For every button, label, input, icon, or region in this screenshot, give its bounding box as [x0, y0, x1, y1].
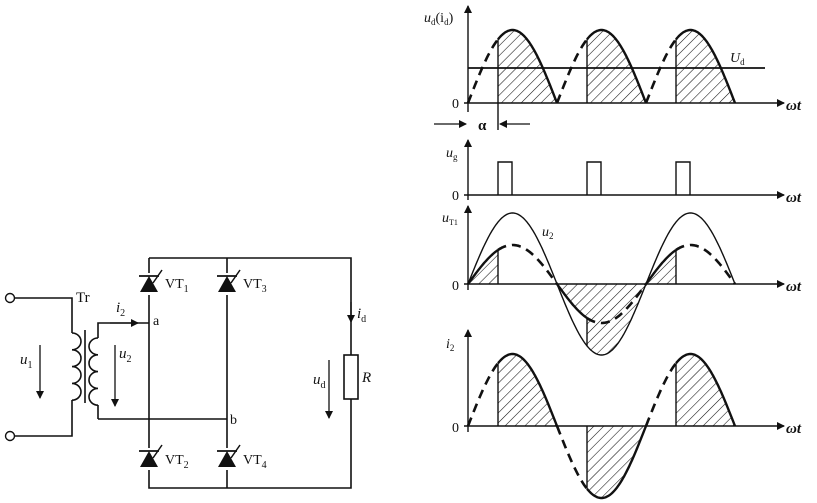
- ud-hatch-area: [498, 30, 735, 103]
- secondary-voltage-label: u2: [119, 346, 132, 365]
- transformer-label: Tr: [76, 290, 90, 306]
- ut1-origin-label: 0: [452, 279, 459, 294]
- plot-i2: i2 0 ωt: [446, 329, 802, 500]
- load-voltage-label: ud: [313, 372, 326, 391]
- node-b-label: b: [230, 413, 237, 428]
- ut1-dashed-wave: [497, 243, 737, 325]
- ud-average-label: Ud: [730, 51, 745, 67]
- thyristor-vt1: [139, 269, 163, 295]
- vt2-label: VT2: [165, 453, 189, 471]
- load-resistor: [343, 354, 359, 400]
- ut1-solid-wave: [467, 249, 677, 319]
- alpha-label: α: [478, 118, 487, 134]
- thyristor-vt2: [139, 444, 163, 470]
- i2-dashed-wave: [466, 362, 678, 490]
- ut1-u2-curve: [467, 212, 736, 356]
- node-a-label: a: [153, 314, 160, 329]
- bridge-circuit: Tr u1 u2 i2 a b VT1 VT3 VT2 VT4 id ud R: [4, 257, 371, 489]
- vt1-label: VT1: [165, 277, 189, 295]
- i2-firing-lines: [497, 363, 677, 489]
- primary-voltage-label: u1: [20, 352, 33, 371]
- waveform-plots: ud(id) Ud 0 ωt α ug 0 ωt uT1 u2 0: [424, 5, 802, 500]
- ug-gate-pulses: [497, 161, 691, 195]
- ut1-x-label: ωt: [786, 279, 802, 295]
- i2-x-label: ωt: [786, 421, 802, 437]
- u2-curve-label: u2: [542, 225, 554, 241]
- primary-winding: [71, 332, 82, 401]
- ud-firing-lines: [497, 39, 677, 103]
- load-current-label: id: [357, 306, 366, 325]
- i2-solid-wave: [497, 352, 737, 500]
- vt3-label: VT3: [243, 277, 267, 295]
- thyristor-vt3: [217, 269, 241, 295]
- ut1-firing-lines: [497, 250, 677, 346]
- ug-origin-label: 0: [452, 189, 459, 204]
- input-terminal-top: [4, 292, 16, 304]
- i2-axis-label: i2: [446, 337, 454, 353]
- i2-origin-label: 0: [452, 421, 459, 436]
- secondary-winding: [88, 337, 99, 406]
- plot-ug: ug 0 ωt: [446, 139, 802, 206]
- load-label: R: [361, 370, 371, 386]
- vt4-label: VT4: [243, 453, 267, 471]
- ut1-axis-label: uT1: [442, 211, 458, 227]
- plot-ud: ud(id) Ud 0 ωt α: [424, 5, 802, 134]
- ud-solid-wave: [497, 28, 737, 104]
- thyristor-vt4: [217, 444, 241, 470]
- ud-dashed-wave: [466, 38, 678, 104]
- ug-x-label: ωt: [786, 190, 802, 206]
- ud-axis-label: ud(id): [424, 11, 454, 27]
- ud-origin-label: 0: [452, 97, 459, 112]
- ug-axis-label: ug: [446, 146, 458, 162]
- input-terminal-bottom: [4, 430, 16, 442]
- plot-ut1: uT1 u2 0 ωt: [442, 205, 802, 356]
- secondary-current-label: i2: [116, 300, 125, 319]
- ud-x-label: ωt: [786, 98, 802, 114]
